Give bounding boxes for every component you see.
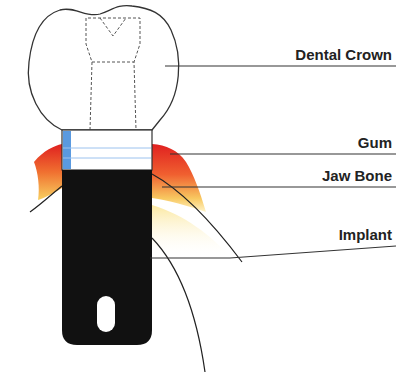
implant-body <box>62 170 152 345</box>
collar-line <box>63 158 151 159</box>
leader-line <box>162 186 396 187</box>
part-label: Dental Crown <box>295 46 392 63</box>
jaw-bone <box>152 205 232 258</box>
leader-line <box>170 153 396 154</box>
abutment <box>86 18 140 130</box>
abutment-collar <box>62 130 152 170</box>
gum-left <box>34 144 62 200</box>
implant-hole <box>97 296 115 332</box>
abutment-screw <box>92 18 134 62</box>
collar-line <box>63 148 151 149</box>
leader-line <box>165 65 396 66</box>
leader-line <box>150 246 396 258</box>
part-label: Jaw Bone <box>322 167 392 184</box>
bone-line <box>30 186 62 212</box>
part-label: Gum <box>358 134 392 151</box>
part-label: Implant <box>339 226 392 243</box>
dental-crown <box>28 6 178 130</box>
collar-band <box>63 131 71 169</box>
